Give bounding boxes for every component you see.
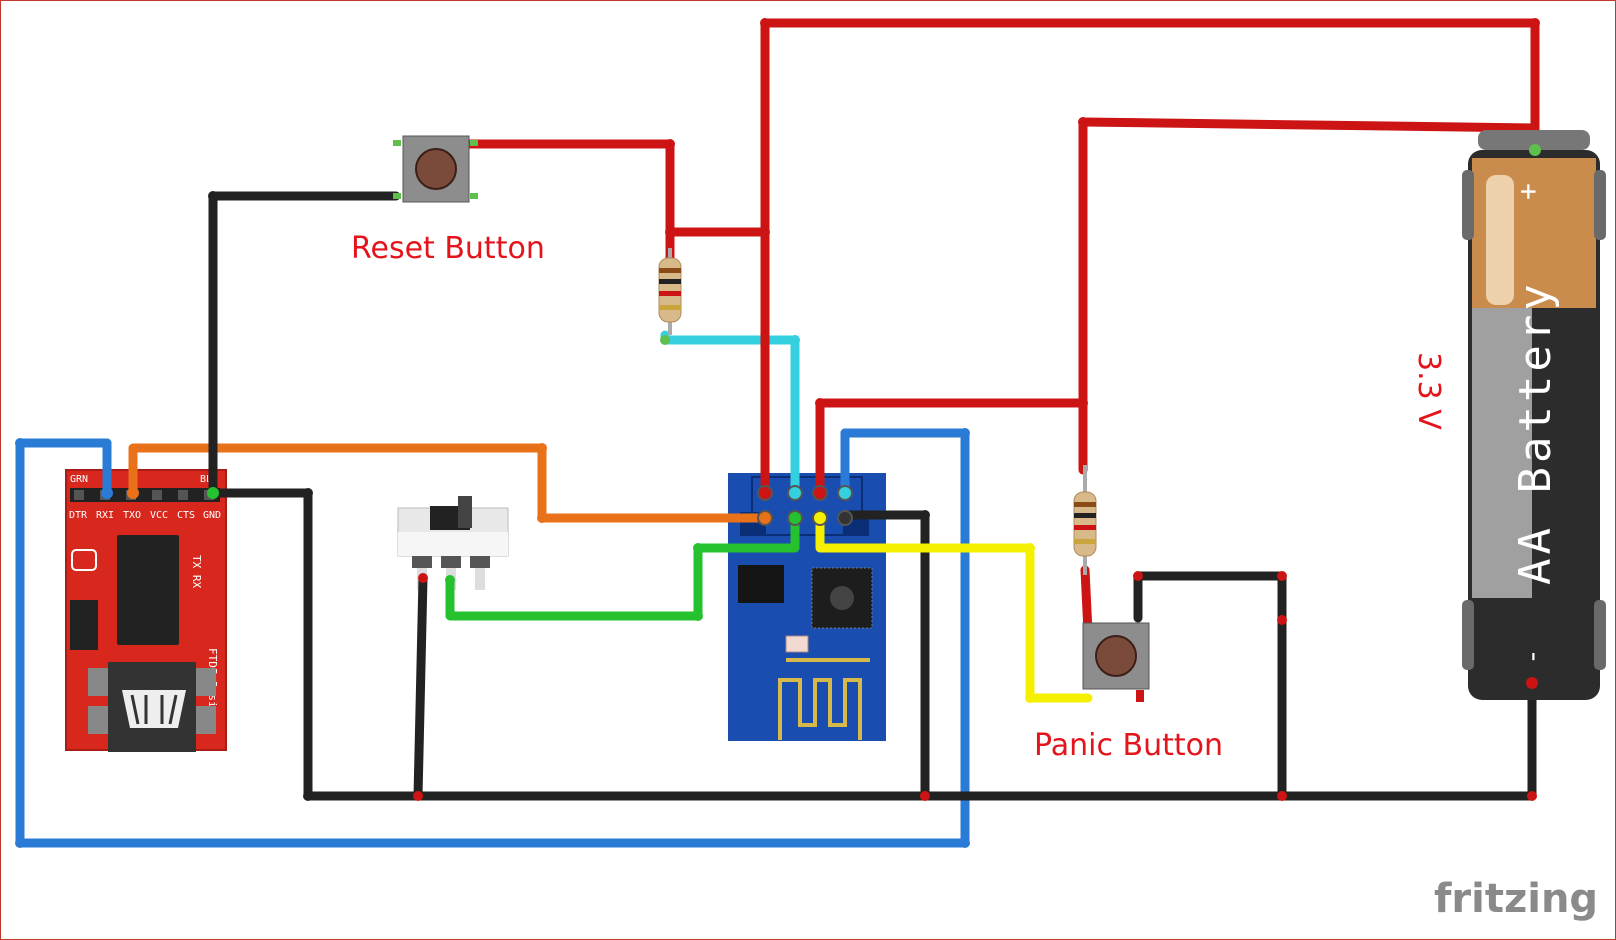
esp-antenna: [778, 678, 862, 740]
resistor-panic: [1073, 465, 1097, 575]
ftdi-pin-gnd: GND: [203, 510, 221, 521]
battery-minus-label: -: [1515, 648, 1548, 665]
ftdi-pin-dtr: DTR: [69, 510, 88, 521]
esp-pins: [757, 485, 853, 526]
esp-flash-chip: [738, 565, 784, 603]
switch-slider[interactable]: [458, 496, 472, 528]
ftdi-pin-txo: TXO: [123, 510, 141, 521]
voltage-label: 3.3 V: [1411, 352, 1446, 430]
resistor-reset: [658, 248, 682, 335]
ftdi-chip: [117, 535, 179, 645]
junction-dots: [15, 18, 1541, 848]
aa-battery: AA Battery + -: [1462, 130, 1606, 700]
panic-pushbutton[interactable]: [1082, 622, 1150, 702]
ftdi-txrx-label: TX RX: [190, 555, 203, 588]
ftdi-grn-label: GRN: [70, 474, 88, 485]
green-wire: [445, 513, 800, 621]
ftdi-header: [70, 488, 220, 502]
red-wires: [465, 18, 1540, 637]
panic-button-label: Panic Button: [1034, 728, 1223, 763]
reset-pushbutton[interactable]: [393, 135, 478, 203]
slide-switch: [397, 496, 509, 590]
ftdi-regulator: [70, 600, 98, 650]
ftdi-pin-vcc: VCC: [150, 510, 168, 521]
ftdi-pin-cts: CTS: [177, 510, 195, 521]
ftdi-usb-connector: [88, 662, 216, 752]
blue-wires: [15, 428, 970, 848]
ftdi-pin-rxi: RXI: [96, 510, 114, 521]
ftdi-led-outline: [71, 549, 97, 571]
fritzing-watermark: fritzing: [1434, 876, 1598, 922]
cyan-wire: [660, 330, 800, 498]
ftdi-board: GRN BLK DTR RXI TXO VCC CTS GND TX RX FT…: [65, 469, 227, 752]
battery-label: AA Battery: [1510, 280, 1561, 585]
esp-crystal: [785, 635, 809, 653]
battery-plus-label: +: [1511, 183, 1544, 200]
reset-button-label: Reset Button: [351, 231, 545, 266]
